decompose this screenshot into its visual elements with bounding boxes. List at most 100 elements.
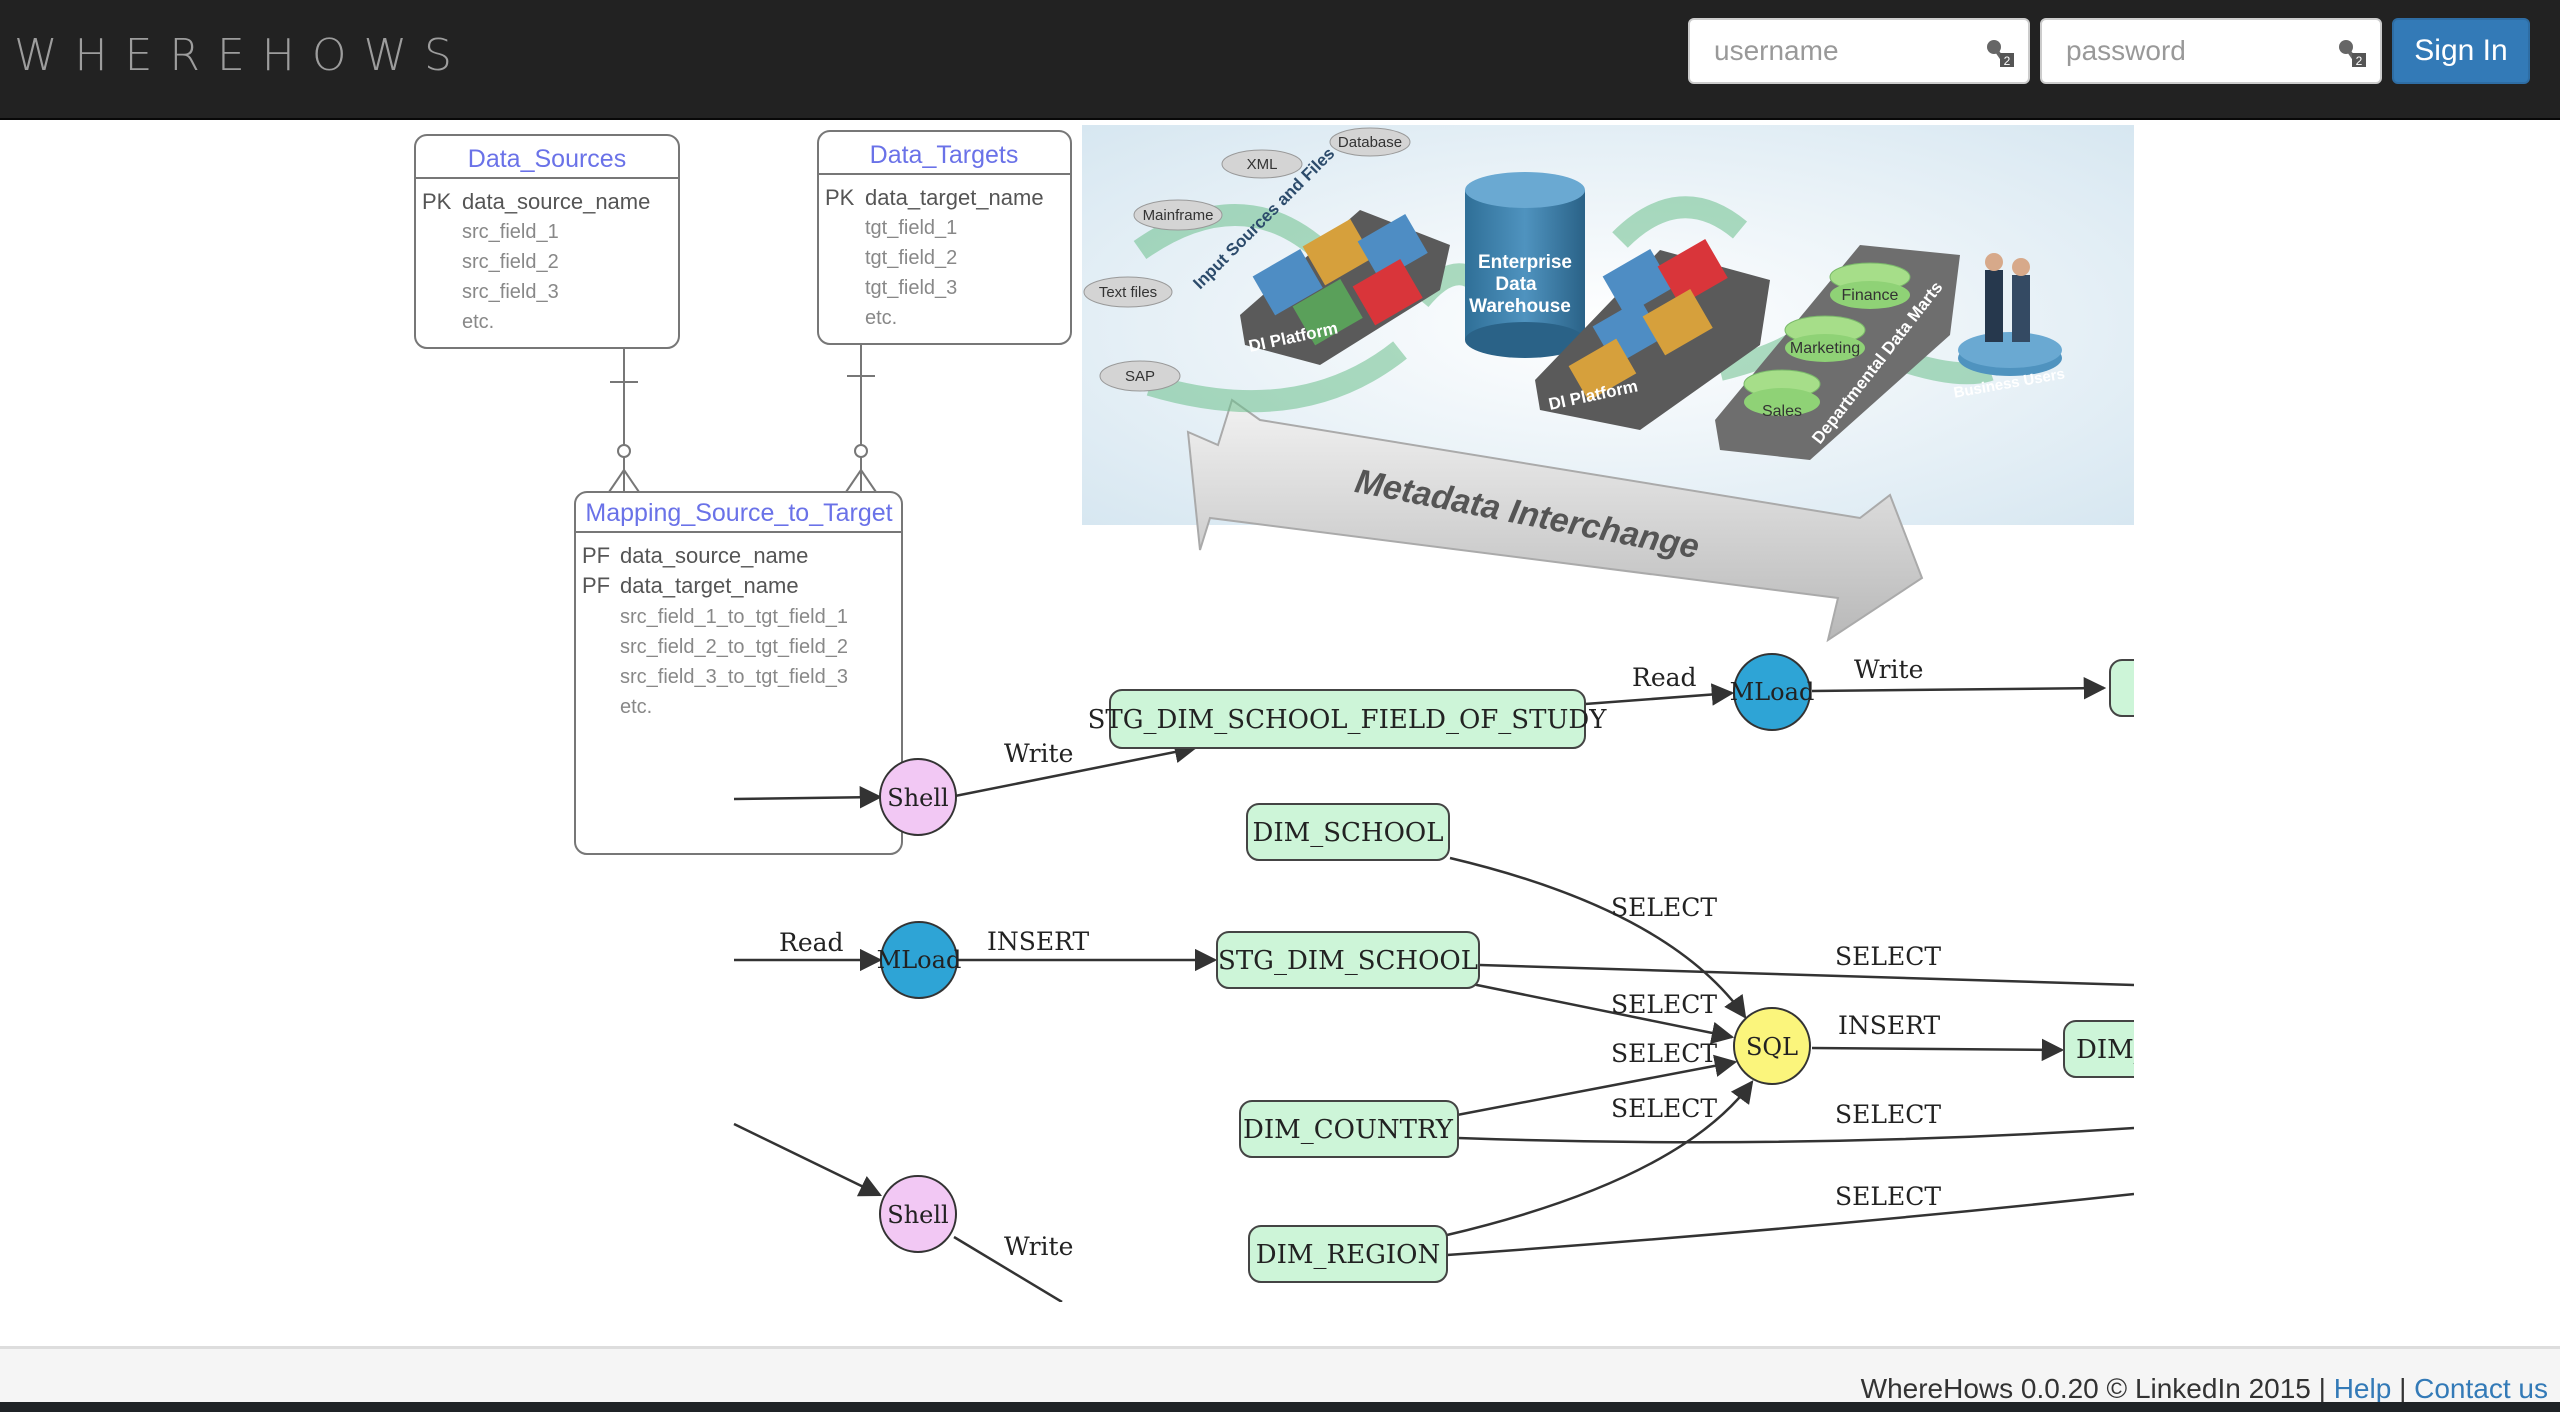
desktop-background-strip bbox=[0, 1402, 2560, 1412]
source-label: XML bbox=[1247, 156, 1278, 173]
edge-label: SELECT bbox=[1835, 1100, 1941, 1129]
svg-text:2: 2 bbox=[2004, 54, 2011, 68]
pf-label: PF bbox=[582, 543, 610, 568]
svg-text:2: 2 bbox=[2356, 54, 2363, 68]
edge-label: SELECT bbox=[1835, 1182, 1941, 1211]
erd-diagram: Data_Sources PK data_source_name src_fie… bbox=[414, 130, 1072, 855]
node-label: SQL bbox=[1746, 1033, 1798, 1061]
copyright-text: WhereHows 0.0.20 © LinkedIn 2015 | bbox=[1860, 1373, 2326, 1404]
field: src_field_1 bbox=[462, 221, 559, 243]
mart-label: Sales bbox=[1762, 403, 1802, 420]
source-label: SAP bbox=[1125, 368, 1155, 385]
edge-label: SELECT bbox=[1611, 893, 1717, 922]
field: src_field_3_to_tgt_field_3 bbox=[620, 666, 848, 688]
node-mload-top[interactable]: MLoad bbox=[1730, 653, 1815, 731]
source-label: Text files bbox=[1099, 284, 1157, 301]
mart-label: Marketing bbox=[1790, 340, 1860, 357]
footer-text: WhereHows 0.0.20 © LinkedIn 2015 | Help … bbox=[1861, 1373, 2548, 1405]
entity-title: Data_Targets bbox=[870, 141, 1019, 169]
entity-title: Data_Sources bbox=[468, 145, 626, 173]
edge-label: SELECT bbox=[1611, 1039, 1717, 1068]
field: etc. bbox=[865, 307, 897, 329]
node-shell-bottom[interactable]: Shell bbox=[879, 1175, 957, 1253]
field: src_field_1_to_tgt_field_1 bbox=[620, 606, 848, 628]
pk-field: data_target_name bbox=[865, 185, 1044, 210]
username-field[interactable]: 2 bbox=[1688, 18, 2030, 84]
field: tgt_field_2 bbox=[865, 247, 957, 269]
pk-label: PK bbox=[422, 189, 452, 214]
data-integration-illustration: Metadata Interchange Database XML Mainfr… bbox=[1082, 125, 2134, 643]
node-mload-mid[interactable]: MLoad bbox=[877, 921, 962, 999]
node-label: Shell bbox=[887, 784, 948, 812]
erd-relationships bbox=[608, 344, 877, 493]
node-sql[interactable]: SQL bbox=[1733, 1007, 1811, 1085]
footer: WhereHows 0.0.20 © LinkedIn 2015 | Help … bbox=[0, 1346, 2560, 1406]
lineage-edges bbox=[733, 676, 2135, 1302]
node-label: STG_DIM_SCHOOL bbox=[1218, 946, 1478, 976]
node-shell-top[interactable]: Shell bbox=[879, 758, 957, 836]
node-stg-dim-school[interactable]: STG_DIM_SCHOOL bbox=[1216, 931, 1480, 989]
footer-separator: | bbox=[2399, 1373, 2407, 1404]
password-field[interactable]: 2 bbox=[2040, 18, 2382, 84]
password-input[interactable] bbox=[2042, 20, 2380, 82]
source-discs: Database XML Mainframe Text files SAP bbox=[1083, 127, 1411, 392]
mapping-entity: Mapping_Source_to_Target PF data_source_… bbox=[574, 491, 903, 855]
key-icon: 2 bbox=[1987, 40, 2014, 68]
enterprise-warehouse: Enterprise Data Warehouse bbox=[1465, 172, 1585, 358]
pf-field: data_source_name bbox=[620, 543, 808, 568]
contact-link[interactable]: Contact us bbox=[2414, 1373, 2548, 1404]
node-label: DIM_COUNTRY bbox=[1243, 1115, 1454, 1145]
node-label: STG_DIM_SCHOOL_FIELD_OF_STUDY bbox=[1088, 705, 1608, 735]
node-label: Shell bbox=[887, 1201, 948, 1229]
warehouse-label: Warehouse bbox=[1469, 296, 1571, 317]
field: tgt_field_1 bbox=[865, 217, 957, 239]
help-link[interactable]: Help bbox=[2333, 1373, 2392, 1404]
hero-image: Data_Sources PK data_source_name src_fie… bbox=[0, 120, 2560, 1302]
entity-title: Mapping_Source_to_Target bbox=[585, 499, 892, 527]
node-dim-school[interactable]: DIM_SCHOOL bbox=[1246, 803, 1450, 861]
node-label: MLoad bbox=[1730, 678, 1815, 706]
warehouse-label: Enterprise bbox=[1478, 252, 1572, 273]
node-label: DIM_SCHOOL bbox=[1252, 818, 1443, 848]
edge-labels: Write Read Write Read INSERT SELECT SELE… bbox=[779, 655, 1941, 1261]
field: src_field_2_to_tgt_field_2 bbox=[620, 636, 848, 658]
edge-label: SELECT bbox=[1611, 1094, 1717, 1123]
data-sources-entity: Data_Sources PK data_source_name src_fie… bbox=[414, 134, 680, 349]
source-label: Mainframe bbox=[1143, 207, 1214, 224]
pk-field: data_source_name bbox=[462, 189, 650, 214]
field: etc. bbox=[462, 311, 494, 333]
edge-label: Write bbox=[1004, 1232, 1073, 1261]
hero-svg: Data_Sources PK data_source_name src_fie… bbox=[414, 125, 2560, 1302]
field: src_field_3 bbox=[462, 281, 559, 303]
field: src_field_2 bbox=[462, 251, 559, 273]
di-platform-left: DI Platform bbox=[1240, 210, 1450, 365]
source-label: Database bbox=[1338, 134, 1402, 151]
sign-in-button[interactable]: Sign In bbox=[2392, 18, 2530, 84]
mart-label: Finance bbox=[1842, 287, 1899, 304]
field: tgt_field_3 bbox=[865, 277, 957, 299]
warehouse-label: Data bbox=[1495, 274, 1537, 295]
edge-label: Write bbox=[1004, 739, 1073, 768]
data-targets-entity: Data_Targets PK data_target_name tgt_fie… bbox=[817, 130, 1072, 345]
field: etc. bbox=[620, 696, 652, 718]
edge-label: Read bbox=[779, 928, 844, 957]
edge-label: INSERT bbox=[1838, 1011, 1941, 1040]
pk-label: PK bbox=[825, 185, 855, 210]
node-dim-country[interactable]: DIM_COUNTRY bbox=[1239, 1100, 1459, 1158]
lineage-graph: Write Read Write Read INSERT SELECT SELE… bbox=[733, 653, 2171, 1302]
node-label: MLoad bbox=[877, 946, 962, 974]
key-icon: 2 bbox=[2339, 40, 2366, 68]
di-platform-right: DI Platform bbox=[1535, 238, 1770, 430]
edge-label: SELECT bbox=[1835, 942, 1941, 971]
navbar: WHEREHOWS 2 2 Sign In bbox=[0, 0, 2560, 120]
node-stg-field-of-study[interactable]: STG_DIM_SCHOOL_FIELD_OF_STUDY bbox=[1088, 689, 1608, 749]
pf-field: data_target_name bbox=[620, 573, 799, 598]
edge-label: SELECT bbox=[1611, 990, 1717, 1019]
username-input[interactable] bbox=[1690, 20, 2028, 82]
edge-label: Write bbox=[1854, 655, 1923, 684]
edge-label: INSERT bbox=[987, 927, 1090, 956]
brand-logo[interactable]: WHEREHOWS bbox=[14, 30, 469, 81]
pf-label: PF bbox=[582, 573, 610, 598]
node-label: DIM_REGION bbox=[1256, 1240, 1440, 1270]
node-dim-region[interactable]: DIM_REGION bbox=[1248, 1225, 1448, 1283]
